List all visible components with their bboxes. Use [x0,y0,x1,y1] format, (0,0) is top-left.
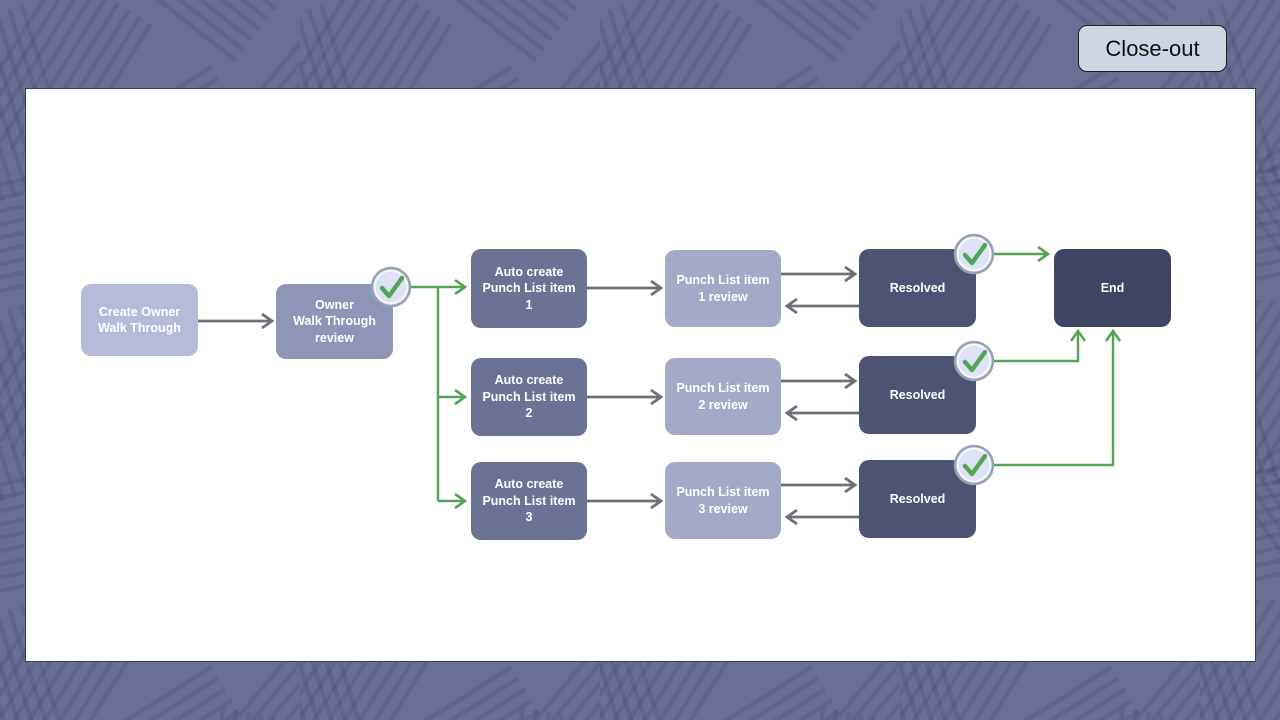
node-resolved-2: Resolved [859,356,976,434]
flowchart-connectors [198,233,1122,526]
node-end: End [1054,249,1171,327]
node-create-owner-walk-through: Create Owner Walk Through [81,284,198,356]
arrow-resolved2-to-end [992,328,1087,363]
node-resolved-3: Resolved [859,460,976,538]
node-resolved-1: Resolved [859,249,976,327]
node-punch-list-item-2-review: Punch List item 2 review [665,358,781,435]
arrow-resolved3-to-end [992,328,1122,467]
node-owner-walk-through-review: Owner Walk Through review [276,284,393,359]
node-auto-create-punch-list-item-3: Auto create Punch List item 3 [471,462,587,540]
node-auto-create-punch-list-item-2: Auto create Punch List item 2 [471,358,587,436]
node-punch-list-item-3-review: Punch List item 3 review [665,462,781,539]
node-punch-list-item-1-review: Punch List item 1 review [665,250,781,327]
close-out-button[interactable]: Close-out [1078,25,1227,72]
diagram-canvas: Create Owner Walk Through Owner Walk Thr… [25,88,1256,662]
node-auto-create-punch-list-item-1: Auto create Punch List item 1 [471,249,587,328]
